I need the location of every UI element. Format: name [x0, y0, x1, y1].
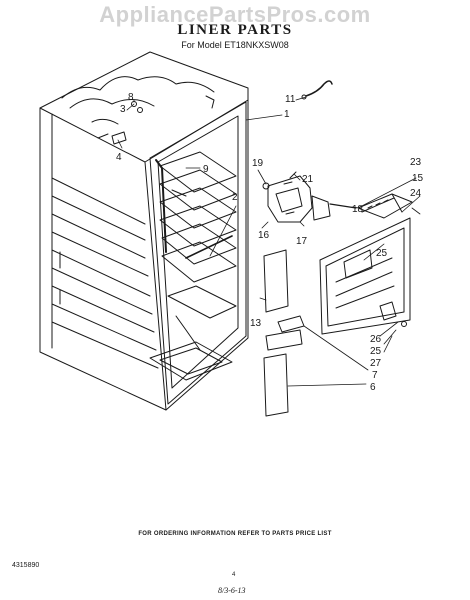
top-insulation-2	[69, 98, 155, 109]
leader-lines	[117, 96, 421, 387]
knob-17	[311, 195, 331, 221]
callout-27: 27	[370, 358, 382, 369]
front-flange	[149, 101, 247, 405]
fastener-8b	[137, 107, 143, 113]
control-housing-16	[267, 175, 313, 223]
clip-4-tab	[97, 133, 109, 139]
watermark: AppliancePartsPros.com	[99, 2, 371, 27]
side-rib	[51, 195, 146, 241]
cabinet-top-edge	[39, 107, 146, 163]
callout-6: 6	[370, 382, 376, 393]
side-rib	[51, 177, 146, 225]
control-assembly	[262, 171, 357, 223]
top-insulation-3	[91, 118, 119, 125]
bracket-23-ridge	[361, 197, 395, 213]
callout-8: 8	[128, 92, 134, 103]
callout-3: 3	[120, 104, 126, 115]
plate-13	[263, 249, 289, 313]
callout-2: 2	[232, 192, 238, 203]
shelf-rail	[161, 223, 237, 265]
side-rib	[51, 267, 153, 315]
bracket-25	[343, 249, 373, 279]
shelf-rail	[161, 241, 237, 283]
page-subtitle: For Model ET18NKXSW08	[181, 40, 289, 50]
panel-24	[319, 217, 411, 335]
side-rib	[51, 285, 155, 333]
interior-shelves	[149, 151, 237, 381]
top-components	[97, 95, 215, 145]
shelf-rail	[159, 169, 237, 211]
spacer-7b	[265, 329, 303, 351]
callout-16: 16	[258, 230, 270, 241]
callout-4: 4	[116, 152, 122, 163]
shelf-rail	[159, 151, 237, 193]
callout-labels: 11 1 8 3 4 9 19 21 23 15 24 2 18 16 17 2…	[116, 92, 424, 393]
cabinet-front-corner	[144, 161, 167, 411]
clip-3	[205, 95, 215, 109]
page-number: 4	[232, 572, 236, 578]
callout-15: 15	[412, 173, 424, 184]
callout-9: 9	[203, 164, 209, 175]
callout-21: 21	[302, 174, 314, 185]
rod-2	[185, 235, 233, 259]
light-housing	[357, 193, 413, 219]
wire-harness-11	[301, 80, 333, 100]
flange-outer	[149, 101, 247, 405]
cabinet-liner	[39, 51, 249, 411]
bracket-23-teeth	[367, 199, 389, 209]
panel-24-inner	[325, 227, 405, 327]
control-housing-ribs	[283, 181, 295, 215]
screw-21	[289, 171, 297, 179]
cabinet-outline	[39, 51, 249, 411]
callout-1: 1	[284, 109, 290, 120]
plate-6	[263, 353, 289, 417]
callout-23: 23	[410, 157, 422, 168]
side-rib	[51, 231, 149, 277]
interior-divider	[175, 315, 201, 351]
capillary-18	[329, 203, 357, 209]
bracket-9	[171, 189, 187, 197]
shelf-rail	[159, 187, 237, 229]
screw-block-26	[379, 301, 397, 321]
callout-13: 13	[250, 318, 262, 329]
page-title: LINER PARTS	[177, 22, 293, 38]
side-rib	[51, 321, 159, 369]
crisper-support	[167, 285, 237, 319]
small-parts	[263, 249, 305, 417]
handwritten-stamp: 8/3-6-13	[218, 586, 246, 595]
callout-19: 19	[252, 158, 264, 169]
screw-19	[262, 182, 270, 190]
panel-ribs	[335, 257, 395, 309]
callout-11: 11	[285, 94, 296, 105]
callout-25-upper: 25	[376, 248, 388, 259]
top-insulation	[61, 76, 215, 99]
floor-pan-inner	[159, 347, 223, 375]
floor-pan	[149, 341, 233, 381]
rear-panel	[319, 217, 411, 335]
side-rib	[51, 303, 157, 351]
side-rib	[51, 213, 146, 259]
vertical-support-3	[155, 159, 167, 253]
lamp-15	[391, 193, 403, 213]
callout-7: 7	[372, 370, 378, 381]
bracket-23	[357, 193, 413, 219]
ordering-note: FOR ORDERING INFORMATION REFER TO PARTS …	[138, 531, 332, 537]
flange-inner	[157, 115, 239, 389]
callout-18: 18	[352, 204, 364, 215]
shelf-rail	[159, 205, 237, 247]
callout-26: 26	[370, 334, 382, 345]
control-housing-inner	[275, 187, 303, 213]
callout-17: 17	[296, 236, 308, 247]
callout-24: 24	[410, 188, 422, 199]
clip-4	[111, 131, 127, 145]
screw-26	[401, 321, 407, 327]
callout-25-lower: 25	[370, 346, 382, 357]
document-number: 4315890	[12, 562, 40, 569]
side-rib	[51, 249, 151, 297]
